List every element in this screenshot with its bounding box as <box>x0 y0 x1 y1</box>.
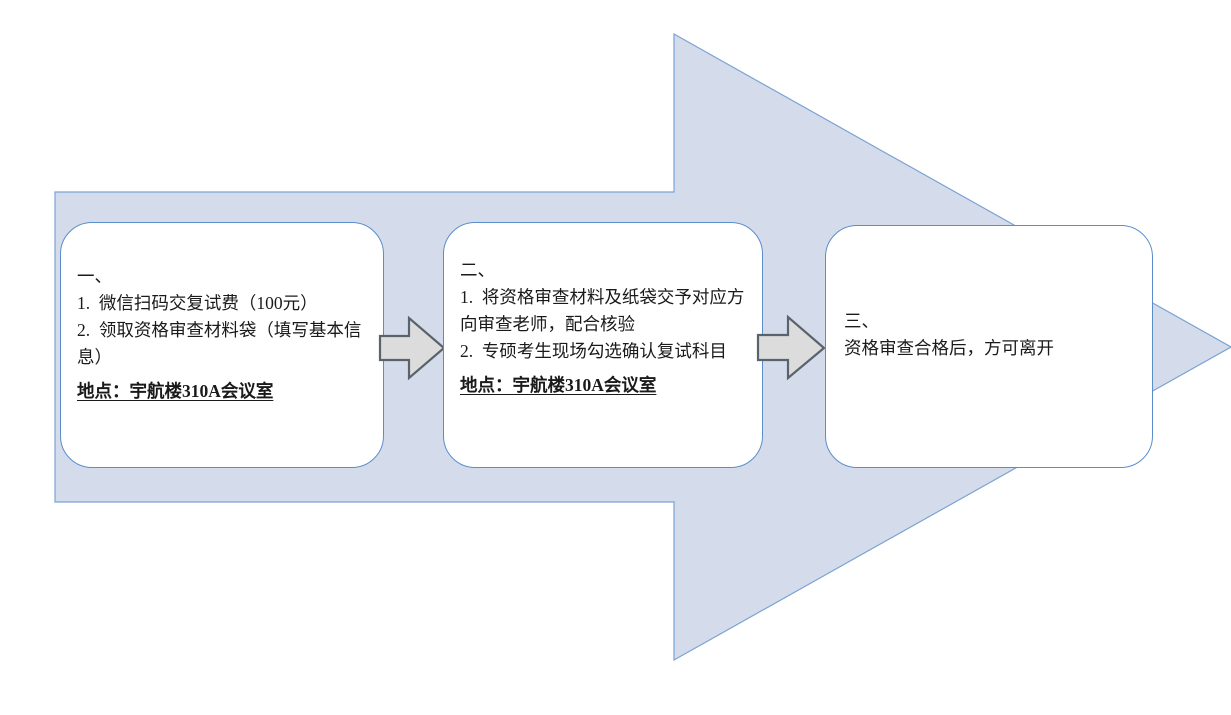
step-one-item-2: 2. 领取资格审查材料袋（填写基本信息） <box>77 320 362 367</box>
step-two-item-1: 1. 将资格审查材料及纸袋交予对应方向审查老师，配合核验 <box>460 287 745 334</box>
step-two-place: 地点：宇航楼310A会议室 <box>460 375 657 395</box>
process-box-step-three[interactable]: 三、 资格审查合格后，方可离开 <box>825 225 1153 468</box>
step-two-item-2: 2. 专硕考生现场勾选确认复试科目 <box>460 341 727 361</box>
step-three-item-1: 资格审查合格后，方可离开 <box>844 338 1054 358</box>
step-two-content: 二、 1. 将资格审查材料及纸袋交予对应方向审查老师，配合核验 2. 专硕考生现… <box>460 257 752 399</box>
step-three-content: 三、 资格审查合格后，方可离开 <box>844 308 1140 362</box>
step-one-item-1: 1. 微信扫码交复试费（100元） <box>77 293 318 313</box>
step-three-heading: 三、 <box>844 311 879 331</box>
step-one-heading: 一、 <box>77 266 112 286</box>
step-two-heading: 二、 <box>460 260 495 280</box>
step-one-content: 一、 1. 微信扫码交复试费（100元） 2. 领取资格审查材料袋（填写基本信息… <box>77 263 371 405</box>
step-one-place-wrap: 地点：宇航楼310A会议室 <box>77 374 371 405</box>
step-one-place: 地点：宇航楼310A会议室 <box>77 381 274 401</box>
process-box-step-two[interactable]: 二、 1. 将资格审查材料及纸袋交予对应方向审查老师，配合核验 2. 专硕考生现… <box>443 222 763 468</box>
connector-two-to-three-right-arrow-icon <box>756 314 826 381</box>
step-two-place-wrap: 地点：宇航楼310A会议室 <box>460 368 752 399</box>
connector-one-to-two-right-arrow-icon <box>378 315 446 381</box>
process-box-step-one[interactable]: 一、 1. 微信扫码交复试费（100元） 2. 领取资格审查材料袋（填写基本信息… <box>60 222 384 468</box>
